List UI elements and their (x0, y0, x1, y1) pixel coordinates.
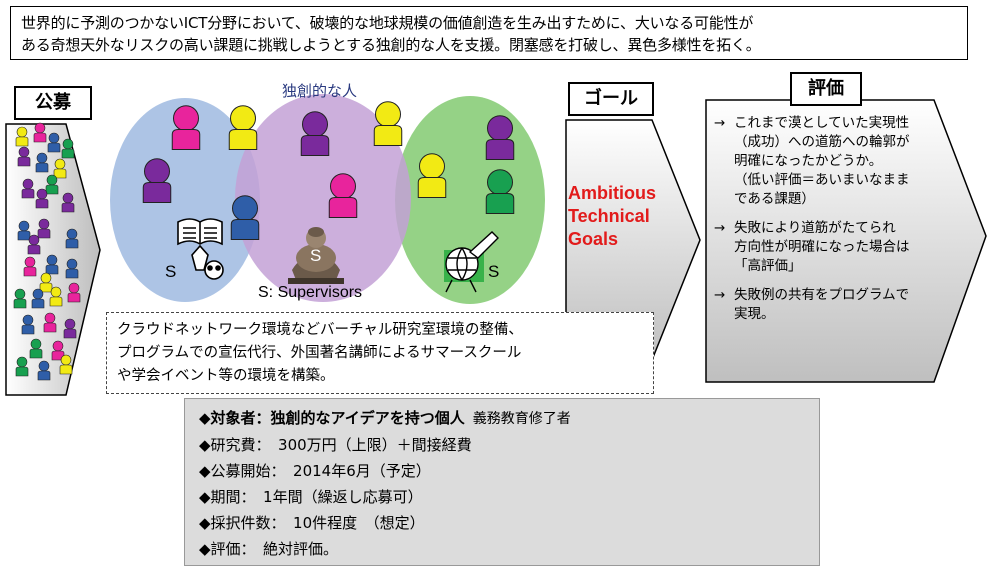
banner-line-1: 世界的に予測のつかないICT分野において、破壊的な地球規模の価値創造を生み出すた… (21, 14, 754, 32)
evaluation-list: → これまで漠としていた実現性 （成功）への道筋への輪郭が 明確になったかどうか… (714, 114, 958, 334)
evaluation-text: 失敗により道筋がたてられ 方向性が明確になった場合は 「高評価」 (734, 220, 910, 274)
evaluation-arrow-shape (705, 99, 987, 383)
circle-left (110, 98, 260, 302)
arrow-right-icon: → (714, 287, 726, 303)
arrow-right-icon: → (714, 115, 726, 131)
recruit-label: 公募 (14, 86, 92, 120)
eligibility-box: ◆対象者：独創的なアイデアを持つ個人義務教育修了者 ◆研究費： 300万円（上限… (184, 398, 820, 566)
evaluation-text: 失敗例の共有をプログラムで 実現。 (734, 287, 910, 322)
environment-line-3: や学会イベント等の環境を構築。 (117, 368, 335, 384)
evaluation-item: → 失敗例の共有をプログラムで 実現。 (714, 286, 958, 324)
environment-line-1: クラウドネットワーク環境などバーチャル研究室環境の整備、 (117, 322, 523, 338)
target-note: 義務教育修了者 (472, 411, 571, 427)
banner-line-2: ある奇想天外なリスクの高い課題に挑戦しようとする独創的な人を支援。閉塞感を打破し… (21, 36, 761, 54)
eligibility-target: ◆対象者：独創的なアイデアを持つ個人義務教育修了者 (199, 405, 805, 432)
creative-people-label: 独創的な人 (282, 82, 358, 100)
target-label: ◆対象者：独創的なアイデアを持つ個人 (199, 409, 465, 427)
supervisor-s-right: S (488, 262, 500, 281)
evaluation-item: → 失敗により道筋がたてられ 方向性が明確になった場合は 「高評価」 (714, 219, 958, 276)
environment-box: クラウドネットワーク環境などバーチャル研究室環境の整備、 プログラムでの宣伝代行… (106, 312, 654, 394)
goal-text: Ambitious Technical Goals (568, 182, 688, 251)
goal-text-line-2: Technical (568, 206, 650, 226)
supervisor-s-left: S (165, 262, 177, 281)
goal-label: ゴール (568, 82, 654, 116)
eligibility-evaluation: ◆評価： 絶対評価。 (199, 540, 339, 558)
evaluation-label: 評価 (790, 72, 862, 106)
eligibility-budget: ◆研究費： 300万円（上限）＋間接経費 (199, 436, 472, 454)
supervisor-s-center: S (310, 246, 322, 265)
environment-line-2: プログラムでの宣伝代行、外国著名講師によるサマースクール (117, 345, 522, 361)
eligibility-period: ◆期間： 1年間（繰返し応募可） (199, 488, 423, 506)
goal-text-line-3: Goals (568, 229, 619, 249)
globe-rocket-icon (444, 231, 499, 293)
evaluation-item: → これまで漠としていた実現性 （成功）への道筋への輪郭が 明確になったかどうか… (714, 114, 958, 209)
goal-text-line-1: Ambitious (568, 183, 656, 203)
evaluation-text: これまで漠としていた実現性 （成功）への道筋への輪郭が 明確になったかどうか。 … (734, 115, 910, 207)
open-book-icon (177, 218, 224, 280)
supervisors-label: S: Supervisors (258, 284, 363, 301)
eligibility-count: ◆採択件数： 10件程度 （想定） (199, 514, 425, 532)
eligibility-start: ◆公募開始： 2014年6月（予定） (199, 462, 431, 480)
mission-banner: 世界的に予測のつかないICT分野において、破壊的な地球規模の価値創造を生み出すた… (10, 6, 968, 60)
circle-center (235, 94, 411, 302)
arrow-right-icon: → (714, 220, 726, 236)
buddha-statue-icon (288, 227, 344, 284)
